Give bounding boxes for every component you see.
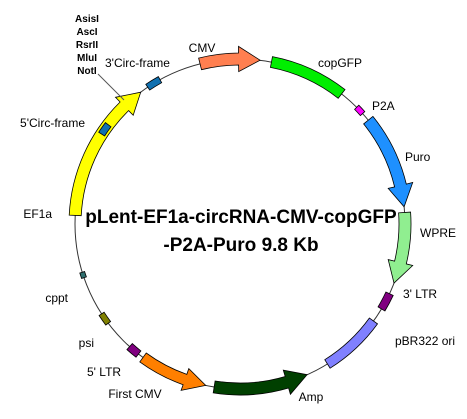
site-asisi: AsisI [75,14,99,25]
circ5-marker[interactable] [98,122,112,137]
amp-arrow[interactable] [212,369,308,396]
plasmid-title-line2: -P2A-Puro 9.8 Kb [163,235,318,256]
puro-arrow[interactable] [363,115,414,208]
copgfp-arrow[interactable] [269,56,346,99]
first-cmv-arrow[interactable] [139,352,207,391]
label-ltr3: 3' LTR [403,287,437,301]
label-circ5: 5'Circ-frame [20,116,85,130]
plasmid-title-line1: pLent-EF1a-circRNA-CMV-copGFP [85,207,397,228]
circ3-marker[interactable] [145,76,163,91]
site-mlui: MluI [77,53,97,64]
ltr3-marker[interactable] [377,291,394,312]
p2a-marker[interactable] [354,104,366,117]
label-first-cmv: First CMV [108,387,161,401]
sites-leader-line [97,73,125,101]
label-ltr5: 5' LTR [87,365,121,379]
pbr322-block[interactable] [324,317,379,369]
feature-layer [68,45,414,396]
label-puro: Puro [405,150,431,164]
label-pbr322: pBR322 ori [395,334,455,348]
label-amp: Amp [299,390,324,404]
wpre-arrow[interactable] [387,211,414,284]
label-cmv: CMV [189,41,216,55]
site-asci: AscI [76,27,97,38]
psi-marker[interactable] [98,311,112,326]
cmv-arrow[interactable] [198,45,261,73]
label-wpre: WPRE [420,226,456,240]
ltr5-marker[interactable] [126,343,142,358]
label-psi: psi [79,336,94,350]
label-circ3: 3'Circ-frame [105,56,170,70]
ef1a-arrow[interactable] [68,91,142,217]
label-copgfp: copGFP [318,56,362,70]
label-cppt: cppt [45,291,68,305]
label-ef1a: EF1a [23,207,52,221]
site-rsrii: RsrII [76,40,98,51]
cppt-marker[interactable] [79,270,87,280]
label-p2a: P2A [372,99,395,113]
site-noti: NotI [77,66,97,77]
